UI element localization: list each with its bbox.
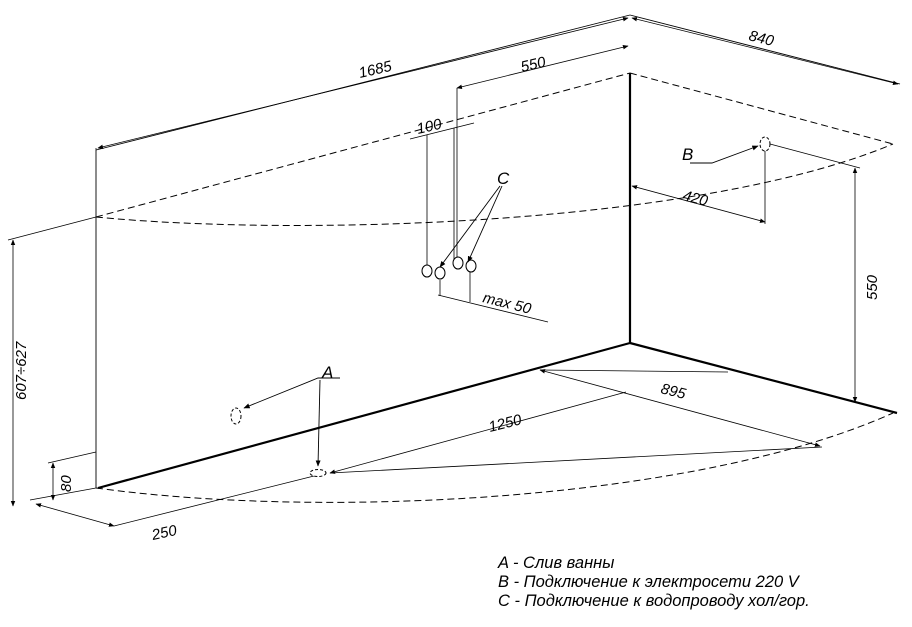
leader-b [690, 145, 759, 164]
back-wall-top [95, 14, 631, 151]
leader-lines [243, 145, 759, 467]
side-wall-top [629, 14, 901, 85]
ext-250 [113, 474, 319, 527]
water-pipe-4 [465, 259, 477, 273]
label-550-right: 550 [864, 274, 881, 300]
leader-c-2 [467, 185, 503, 263]
tub-rim-curve [95, 143, 894, 226]
marker-a: A [321, 363, 333, 382]
water-pipe-3 [452, 256, 464, 270]
dim-line-1250-base [329, 446, 823, 474]
drain-point [309, 469, 327, 477]
label-1685: 1685 [357, 58, 394, 82]
drain-overflow-point [230, 407, 242, 425]
label-607-627: 607÷627 [13, 341, 30, 400]
dim-line-420 [631, 185, 766, 223]
dim-line-100 [409, 122, 475, 140]
legend-item-a: A - Слив ванны [498, 554, 615, 572]
leader-a-drain [315, 379, 321, 467]
label-250: 250 [149, 522, 179, 544]
leader-a-overflow [243, 377, 340, 409]
label-550-top: 550 [519, 54, 548, 76]
dim-line-550-top [456, 45, 629, 89]
leader-c-1 [439, 185, 501, 268]
dim-line-895 [539, 369, 821, 447]
label-840: 840 [747, 27, 776, 50]
water-pipe-2 [434, 266, 446, 280]
tub-rim-side [629, 72, 894, 145]
dimension-lines [7, 17, 899, 527]
connection-points [230, 136, 771, 477]
bathtub-outline [95, 72, 894, 503]
legend-item-b: B - Подключение к электросети 220 V [498, 573, 799, 591]
dim-line-840 [631, 17, 899, 85]
label-895: 895 [659, 380, 688, 403]
tub-rim-back [95, 72, 631, 218]
legend: A - Слив ванны B - Подключение к электро… [498, 554, 810, 611]
ext-550-right-top [769, 143, 861, 169]
label-100: 100 [415, 116, 444, 138]
front-floor-edge [97, 341, 631, 490]
label-420: 420 [681, 187, 710, 210]
legend-item-c: C - Подключение к водопроводу хол/гор. [498, 592, 810, 610]
ext-895 [539, 369, 729, 373]
dim-line-250 [35, 503, 115, 527]
water-pipe-1 [421, 264, 433, 278]
socket-point [759, 136, 771, 152]
dim-line-1250 [329, 391, 627, 474]
dim-line-max50 [437, 294, 549, 323]
label-1250: 1250 [487, 411, 524, 436]
marker-b: B [682, 145, 693, 164]
marker-labels: A B C [321, 145, 693, 382]
label-max50: max 50 [481, 289, 533, 318]
dim-line-1685 [97, 17, 629, 149]
side-floor-edge [629, 341, 898, 415]
marker-c: C [497, 169, 510, 188]
label-80: 80 [58, 475, 75, 492]
